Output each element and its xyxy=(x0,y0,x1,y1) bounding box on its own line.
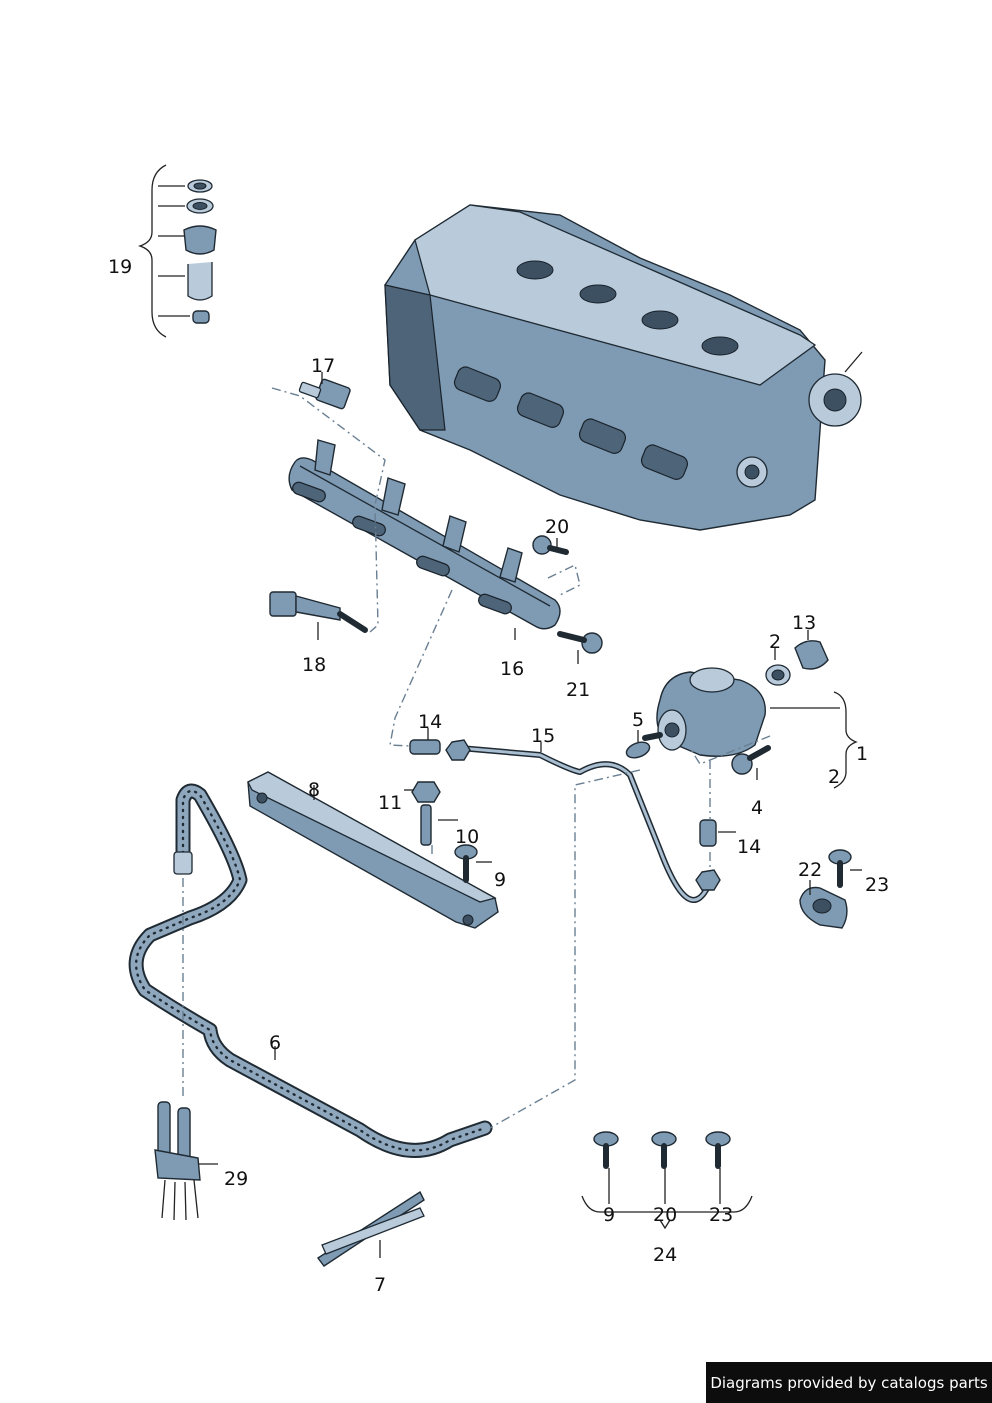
cylinder-head xyxy=(384,204,863,531)
label-19: 19 xyxy=(108,256,132,278)
label-14-lower: 14 xyxy=(737,836,761,858)
label-7: 7 xyxy=(374,1274,386,1296)
credit-banner: Diagrams provided by catalogs parts xyxy=(706,1362,992,1403)
label-23: 23 xyxy=(865,874,889,896)
label-10: 10 xyxy=(455,826,479,848)
label-16: 16 xyxy=(500,658,524,680)
part-6-hose xyxy=(128,783,493,1158)
label-17: 17 xyxy=(311,355,335,377)
part-24-bolt-set xyxy=(581,1131,753,1230)
part-7-strip xyxy=(316,1190,425,1267)
label-11: 11 xyxy=(378,792,402,814)
label-24: 24 xyxy=(653,1244,677,1266)
label-13: 13 xyxy=(792,612,816,634)
part-11-nut xyxy=(404,781,441,803)
label-9-set: 9 xyxy=(603,1204,615,1226)
label-20-top: 20 xyxy=(545,516,569,538)
part-16-fuel-rail xyxy=(288,439,561,640)
label-6: 6 xyxy=(269,1032,281,1054)
part-14-fitting-lower xyxy=(699,819,736,847)
part-10-stud xyxy=(420,804,458,846)
part-14-fitting-upper xyxy=(409,728,441,755)
label-1: 1 xyxy=(856,743,868,765)
part-4-bolt xyxy=(731,745,771,780)
assembly-lines xyxy=(182,387,771,1129)
label-29: 29 xyxy=(224,1168,248,1190)
part-15-pipe xyxy=(445,739,721,903)
part-17-sensor xyxy=(298,372,351,410)
label-15: 15 xyxy=(531,725,555,747)
label-8: 8 xyxy=(308,779,320,801)
label-9: 9 xyxy=(494,869,506,891)
part-29-connector xyxy=(154,1101,218,1221)
label-14-upper: 14 xyxy=(418,711,442,733)
part-23-bolt xyxy=(828,849,862,888)
label-18: 18 xyxy=(302,654,326,676)
callout-labels: 19 17 20 18 16 21 13 2 1 2 5 14 15 4 14 … xyxy=(108,256,889,1296)
part-9-bolt xyxy=(454,844,492,883)
label-21: 21 xyxy=(566,679,590,701)
label-23-set: 23 xyxy=(709,1204,733,1226)
label-22: 22 xyxy=(798,859,822,881)
part-22-clamp xyxy=(799,880,848,929)
part-20-21-bolts xyxy=(532,535,603,664)
label-4: 4 xyxy=(751,797,763,819)
label-20-set: 20 xyxy=(653,1204,677,1226)
part-1-pump xyxy=(642,630,858,789)
part-8-bracket xyxy=(247,771,499,929)
part-5-seal xyxy=(625,730,651,759)
part-19-group xyxy=(137,164,217,338)
label-5: 5 xyxy=(632,709,644,731)
label-2-upper: 2 xyxy=(769,631,781,653)
part-18-sensor xyxy=(269,591,368,640)
label-2-lower: 2 xyxy=(828,766,840,788)
